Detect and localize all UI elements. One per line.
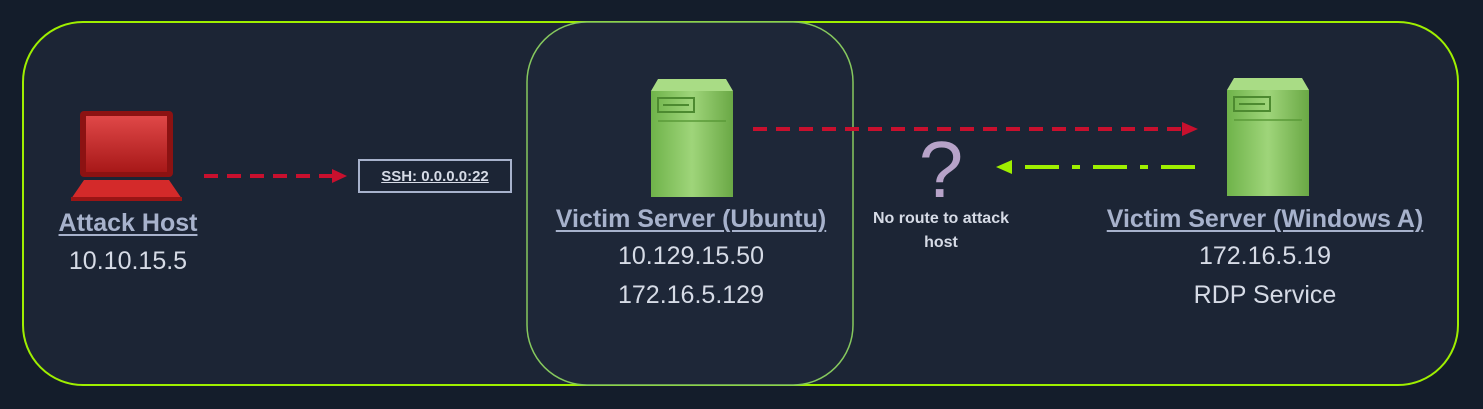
ssh-listener-label: SSH: 0.0.0.0:22 (358, 159, 512, 193)
ubuntu-server-ip-internal: 172.16.5.129 (618, 281, 764, 309)
pivot-to-windows-arrow (753, 122, 1198, 136)
windows-server-service: RDP Service (1193, 281, 1337, 309)
ubuntu-server-icon (651, 79, 733, 197)
no-route-note: No route to attack host (872, 210, 1009, 251)
no-route-question-mark: ? (919, 125, 964, 214)
windows-server-ip: 172.16.5.19 (1198, 242, 1332, 270)
pivot-host-boundary (526, 21, 854, 386)
laptop-icon (71, 111, 182, 201)
attack-host-title: Attack Host (58, 209, 198, 237)
ssh-connection-arrow (204, 169, 347, 183)
ubuntu-server-ip-external: 10.129.15.50 (618, 242, 764, 270)
windows-server-title: Victim Server (Windows A) (1106, 205, 1424, 233)
attack-host-ip: 10.10.15.5 (68, 247, 188, 275)
ubuntu-server-title: Victim Server (Ubuntu) (555, 205, 827, 233)
no-route-return-arrow (996, 160, 1195, 174)
windows-server-icon (1227, 78, 1309, 196)
